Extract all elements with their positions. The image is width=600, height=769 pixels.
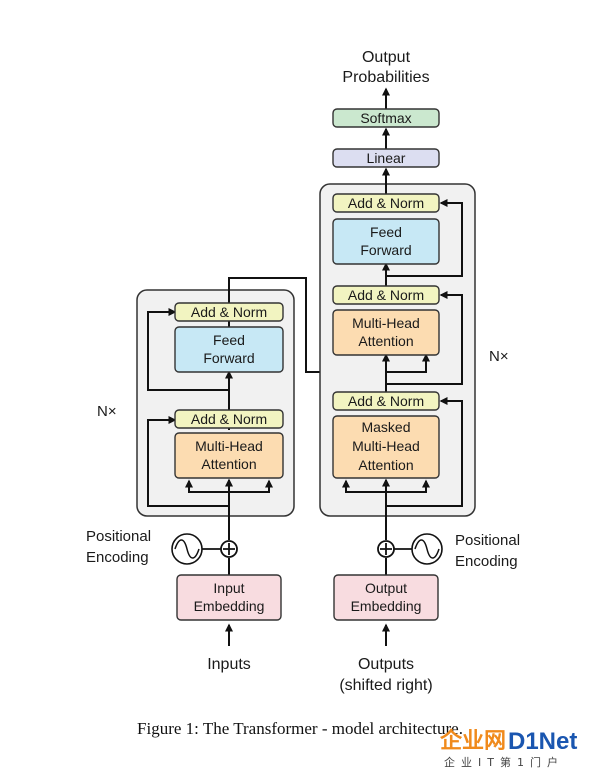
decoder-masked-label-2: Multi-Head <box>352 438 420 454</box>
output-embedding-label-1: Output <box>365 580 407 596</box>
encoder-layer-box <box>136 289 295 517</box>
decoder-addnorm1-to-mha <box>385 353 430 392</box>
inputs-label: Inputs <box>207 656 251 673</box>
input-embedding <box>176 574 282 621</box>
encoder-mha-branch-right <box>229 479 273 493</box>
watermark-brand-en: D1Net <box>508 728 577 755</box>
outputs-shifted-label: (shifted right) <box>339 677 432 694</box>
decoder-add-norm-1-label: Add & Norm <box>348 393 424 409</box>
decoder-sum-plus <box>380 543 392 555</box>
linear-block <box>332 148 440 168</box>
decoder-add-norm-1 <box>332 391 440 411</box>
encoder-ffn-label-2: Forward <box>203 350 254 366</box>
encoder-pos-label-2: Encoding <box>86 549 149 566</box>
output-embedding <box>333 574 439 621</box>
encoder-add-norm-top <box>174 302 284 322</box>
watermark-brand-cn: 企业网 <box>439 728 506 754</box>
linear-label: Linear <box>367 150 406 166</box>
encoder-feed-forward <box>174 326 284 373</box>
decoder-mha-label-1: Multi-Head <box>352 315 420 331</box>
decoder-masked-label-1: Masked <box>361 419 410 435</box>
input-embedding-label-2: Embedding <box>194 598 265 614</box>
encoder-pos-label-1: Positional <box>86 528 151 545</box>
encoder-add-norm-bottom-label: Add & Norm <box>191 411 267 427</box>
encoder-add-norm-bottom <box>174 409 284 429</box>
decoder-ffn-label-1: Feed <box>370 224 402 240</box>
decoder-add-norm-2-label: Add & Norm <box>348 287 424 303</box>
decoder-pos-label-1: Positional <box>455 532 520 549</box>
watermark-logo: 企业网 D1Net 企业IT第1门户 <box>439 728 577 769</box>
output-embedding-label-2: Embedding <box>351 598 422 614</box>
encoder-add-norm-top-label: Add & Norm <box>191 304 267 320</box>
decoder-repeat-label: N× <box>489 348 509 365</box>
decoder-add-norm-2 <box>332 285 440 305</box>
decoder-ffn-label-2: Forward <box>360 242 411 258</box>
decoder-mha-label-2: Attention <box>358 333 413 349</box>
encoder-multi-head-attention <box>174 432 284 479</box>
figure-caption: Figure 1: The Transformer - model archit… <box>137 719 463 738</box>
decoder-feed-forward <box>332 218 440 265</box>
decoder-residual-1 <box>386 397 463 507</box>
encoder-residual-1 <box>147 416 229 507</box>
encoder-ffn-label-1: Feed <box>213 332 245 348</box>
encoder-repeat-label: N× <box>97 403 117 420</box>
encoder-mha-label-2: Attention <box>201 456 256 472</box>
encoder-sum-plus <box>223 543 235 555</box>
encoder-sine-wave-path <box>174 539 200 559</box>
decoder-masked-attention <box>332 415 440 479</box>
decoder-residual-2 <box>386 291 463 385</box>
output-prob-label-1: Output <box>362 49 411 66</box>
decoder-pos-label-2: Encoding <box>455 553 518 570</box>
outputs-label: Outputs <box>358 656 414 673</box>
decoder-multi-head-attention <box>332 309 440 356</box>
output-prob-label-2: Probabilities <box>342 69 429 86</box>
encoder-mha-label-1: Multi-Head <box>195 438 263 454</box>
softmax-label: Softmax <box>360 110 411 126</box>
decoder-residual-3 <box>386 199 463 277</box>
encoder-mha-branch-left <box>185 479 229 493</box>
decoder-masked-label-3: Attention <box>358 457 413 473</box>
input-embedding-label-1: Input <box>213 580 244 596</box>
decoder-add-norm-3-label: Add & Norm <box>348 195 424 211</box>
watermark-tagline: 企业IT第1门户 <box>444 755 564 769</box>
decoder-add-norm-3 <box>332 193 440 213</box>
decoder-masked-branch-right <box>386 479 430 493</box>
softmax-block <box>332 108 440 128</box>
decoder-sine-wave-path <box>414 539 440 559</box>
encoder-residual-2 <box>147 308 229 391</box>
decoder-masked-branch-left <box>342 479 386 493</box>
